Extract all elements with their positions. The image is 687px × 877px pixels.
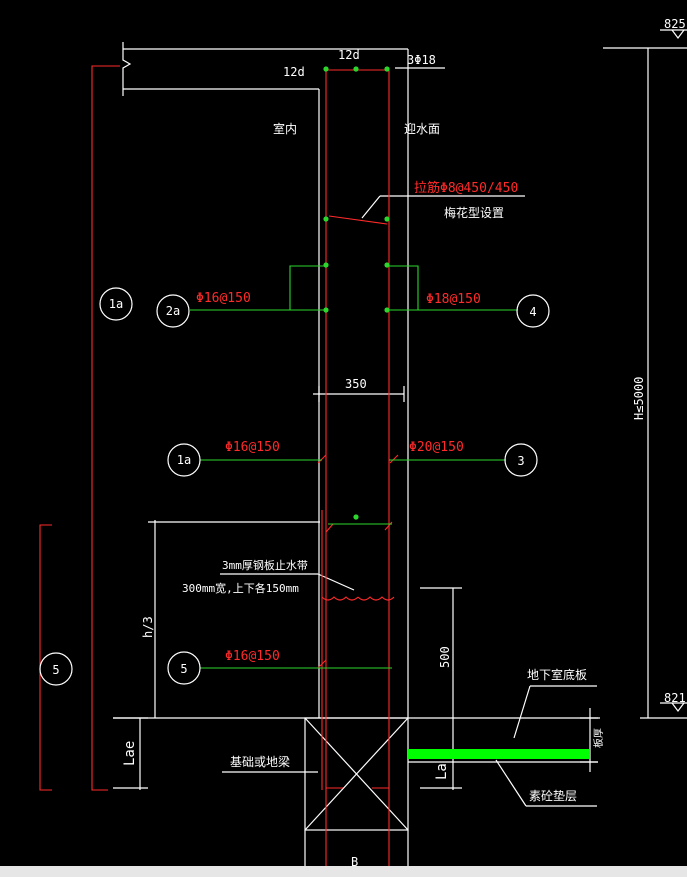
rebar-3-label: Φ20@150 <box>409 440 464 455</box>
waterstop-label-2: 300mm宽,上下各150mm <box>182 581 299 595</box>
width-b-label: B <box>351 855 358 869</box>
concrete-cushion-layer <box>408 749 589 759</box>
callout-circles <box>39 287 550 686</box>
rebar-5-label: Φ16@150 <box>225 649 280 664</box>
height-label: H≤5000 <box>632 377 646 420</box>
rebar-lines <box>39 65 399 866</box>
foundation-label: 基础或地梁 <box>230 754 290 769</box>
side-anchor-12d: 12d <box>283 65 305 79</box>
callout-2a: 2a <box>166 304 180 318</box>
cushion-label: 素砼垫层 <box>529 788 577 803</box>
lae-label: Lae <box>122 741 138 766</box>
leader-lines <box>190 265 518 669</box>
concrete-outline <box>113 29 687 866</box>
rebar-4-label: Φ18@150 <box>426 292 481 307</box>
callout-3: 3 <box>517 454 524 468</box>
callout-5-left: 5 <box>52 663 59 677</box>
la-label: La <box>434 763 450 780</box>
water-face-label: 迎水面 <box>404 122 440 136</box>
indoor-label: 室内 <box>273 121 297 136</box>
top-anchor-12d: 12d <box>338 48 360 62</box>
rebar-dots <box>323 66 390 520</box>
rebar-2a-label: Φ16@150 <box>196 291 251 306</box>
top-bars-label: 3Φ18 <box>407 53 436 67</box>
h3-label: h/3 <box>141 616 155 638</box>
callout-4: 4 <box>529 305 536 319</box>
floor-slab-label: 地下室底板 <box>527 667 587 682</box>
elevation-bottom-label: 821 <box>664 691 686 705</box>
rebar-1a-label: Φ16@150 <box>225 440 280 455</box>
callout-1a-mid: 1a <box>177 453 191 467</box>
callout-1a-top: 1a <box>109 297 123 311</box>
waterstop-label-1: 3mm厚钢板止水带 <box>222 558 308 572</box>
window-bottom-strip <box>0 866 687 877</box>
dim-500-label: 500 <box>438 646 452 668</box>
slab-thickness-label: 板厚 <box>592 728 605 748</box>
callout-5-mid: 5 <box>180 662 187 676</box>
tie-layout-label: 梅花型设置 <box>444 205 504 220</box>
wall-thickness-label: 350 <box>345 377 367 391</box>
tie-bar-label: 拉筋Φ8@450/450 <box>414 180 518 196</box>
elevation-top-label: 825 <box>664 17 686 31</box>
